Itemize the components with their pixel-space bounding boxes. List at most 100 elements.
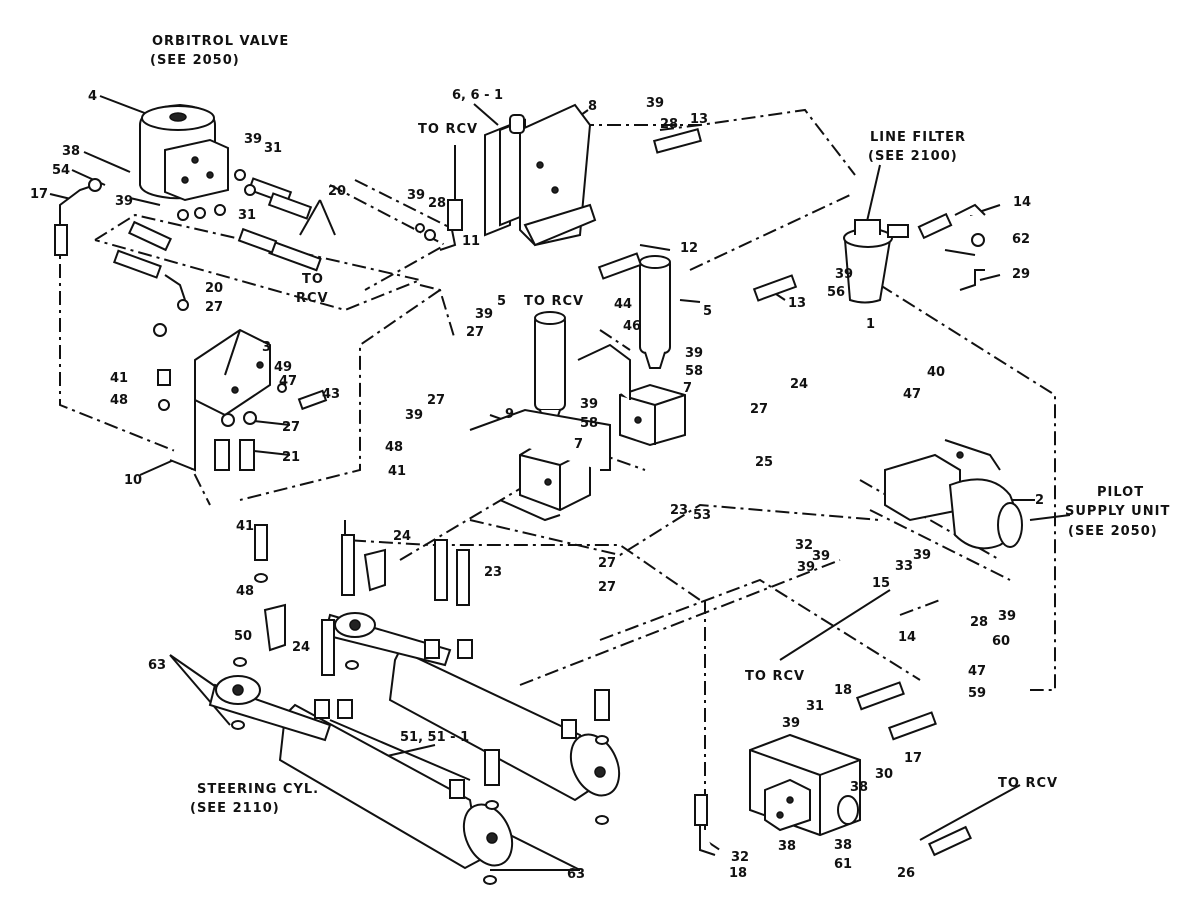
part-callout: 48 <box>236 584 254 599</box>
part-callout: 20 <box>328 184 346 199</box>
part-callout: 27 <box>427 393 445 408</box>
part-callout: 46 <box>623 319 641 334</box>
part-callout: 24 <box>292 640 310 655</box>
part-callout: 4 <box>88 89 97 104</box>
part-callout: 50 <box>234 629 252 644</box>
to-rcv-label: TO RCV <box>998 776 1058 791</box>
part-callout: 60 <box>992 634 1010 649</box>
part-callout: 27 <box>598 580 616 595</box>
part-callout: 17 <box>904 751 922 766</box>
part-callout: 3 <box>262 340 271 355</box>
part-callout: 17 <box>30 187 48 202</box>
part-callout: 39 <box>998 609 1016 624</box>
part-callout: 48 <box>110 393 128 408</box>
part-callout: 47 <box>968 664 986 679</box>
part-callout: 39 <box>812 549 830 564</box>
part-callout: 14 <box>1013 195 1031 210</box>
part-callout: 39 <box>405 408 423 423</box>
part-callout: 47 <box>279 374 297 389</box>
part-callout: 15 <box>872 576 890 591</box>
part-callout: 41 <box>388 464 406 479</box>
part-callout: 9 <box>505 407 514 422</box>
part-callout: 39 <box>646 96 664 111</box>
part-callout: 33 <box>895 559 913 574</box>
to-rcv-label: TO RCV <box>524 294 584 309</box>
steering-cylinder-upper <box>323 612 621 802</box>
pilot-supply-title-2: SUPPLY UNIT <box>1065 504 1170 519</box>
part-callout: 24 <box>393 529 411 544</box>
fittings-11-28 <box>415 199 463 251</box>
steering-cylinder-lower <box>208 675 514 870</box>
part-callout: 13 <box>690 112 708 127</box>
part-callout: 27 <box>750 402 768 417</box>
part-callout: 2 <box>1035 493 1044 508</box>
valve-block-7-left <box>469 408 611 522</box>
part-callout: 38 <box>850 780 868 795</box>
part-callout: 27 <box>282 420 300 435</box>
part-callout: 54 <box>52 163 70 178</box>
part-callout: 8 <box>588 99 597 114</box>
part-callout: 10 <box>124 473 142 488</box>
part-callout: 31 <box>238 208 256 223</box>
part-callout: 58 <box>685 364 703 379</box>
orbitrol-valve <box>139 103 229 202</box>
part-callout: 24 <box>790 377 808 392</box>
hose-routing <box>59 108 1056 851</box>
part-callout: 27 <box>466 325 484 340</box>
part-callout: 39 <box>685 346 703 361</box>
part-callout: 18 <box>834 683 852 698</box>
part-callout: 51, 51 - 1 <box>400 730 469 745</box>
steering-cyl-ref: (SEE 2110) <box>190 801 280 816</box>
accumulator-right <box>639 255 671 369</box>
part-callout: 29 <box>1012 267 1030 282</box>
part-callout: 27 <box>205 300 223 315</box>
part-callout: 31 <box>806 699 824 714</box>
part-callout: 47 <box>903 387 921 402</box>
mount-bracket-6-8 <box>484 103 597 247</box>
to-rcv-label: TO <box>302 272 324 287</box>
part-callout: 61 <box>834 857 852 872</box>
part-callout: 39 <box>244 132 262 147</box>
valve-block-7-right <box>577 343 686 447</box>
part-callout: 28 <box>970 615 988 630</box>
part-callout: 23 <box>484 565 502 580</box>
part-callout: 62 <box>1012 232 1030 247</box>
part-callout: 20 <box>205 281 223 296</box>
orbitrol-valve-ref: (SEE 2050) <box>150 53 240 68</box>
part-callout: 32 <box>731 850 749 865</box>
part-callout: 58 <box>580 416 598 431</box>
accumulator-left <box>534 311 566 426</box>
pilot-supply-title-1: PILOT <box>1097 485 1144 500</box>
part-callout: 56 <box>827 285 845 300</box>
steering-cyl-title: STEERING CYL. <box>197 782 319 797</box>
part-callout: 53 <box>693 508 711 523</box>
part-callout: 14 <box>898 630 916 645</box>
part-callout: 59 <box>968 686 986 701</box>
part-callout: 7 <box>574 437 583 452</box>
part-callout: 38 <box>778 839 796 854</box>
part-callout: 32 <box>795 538 813 553</box>
part-callout: 41 <box>236 519 254 534</box>
part-callout: 28 <box>660 117 678 132</box>
part-callout: 18 <box>729 866 747 881</box>
part-callout: 11 <box>462 234 480 249</box>
part-callouts: 4 38 54 17 39 39 31 31 20 39 28 11 6, 6 … <box>30 88 1044 882</box>
to-rcv-label: RCV <box>296 291 329 306</box>
part-callout: 39 <box>797 560 815 575</box>
part-callout: 5 <box>497 294 506 309</box>
line-filter-title: LINE FILTER <box>870 130 966 145</box>
part-callout: 23 <box>670 503 688 518</box>
pilot-supply-ref: (SEE 2050) <box>1068 524 1158 539</box>
part-callout: 26 <box>897 866 915 881</box>
part-callout: 30 <box>875 767 893 782</box>
part-callout: 49 <box>274 360 292 375</box>
orbitrol-valve-title: ORBITROL VALVE <box>152 34 289 49</box>
cylinder-fittings <box>231 524 610 885</box>
part-callout: 39 <box>580 397 598 412</box>
part-callout: 27 <box>598 556 616 571</box>
part-callout: 25 <box>755 455 773 470</box>
title-labels: ORBITROL VALVE (SEE 2050) LINE FILTER (S… <box>150 34 1170 816</box>
part-callout: 40 <box>927 365 945 380</box>
control-block-bottom <box>694 681 972 857</box>
